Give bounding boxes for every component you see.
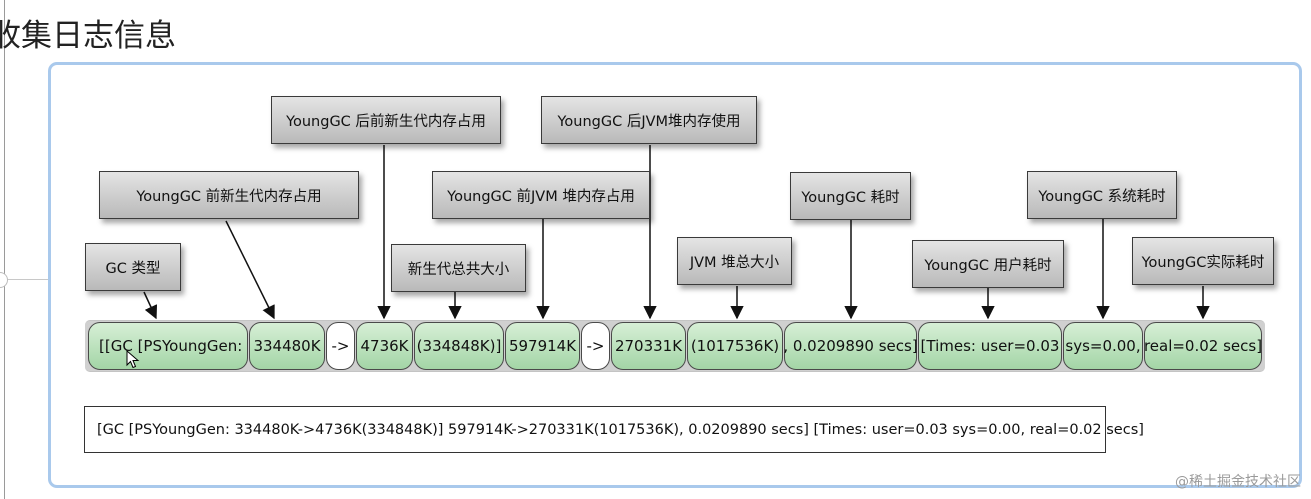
segment-real-time: real=0.02 secs] (1144, 322, 1262, 370)
page-left-edge (4, 0, 5, 499)
label-heap-before: YoungGC 前JVM 堆内存占用 (432, 171, 650, 219)
segment-gc-type: [[GC [PSYoungGen: (88, 322, 248, 370)
label-real-time: YoungGC实际耗时 (1132, 237, 1274, 285)
label-heap-total: JVM 堆总大小 (677, 237, 792, 285)
label-young-before: YoungGC 前新生代内存占用 (99, 171, 359, 219)
full-log-line: [GC [PSYoungGen: 334480K->4736K(334848K)… (84, 406, 1144, 453)
arrow-young-before (225, 220, 275, 320)
segment-heap-total: (1017536K) (687, 322, 783, 370)
segment-heap-after: 270331K (611, 322, 686, 370)
segment-young-before: 334480K (249, 322, 325, 370)
arrow-gc-type (143, 291, 158, 320)
segment-sys-time: sys=0.00, (1063, 322, 1143, 370)
page-heading: 收集日志信息 (0, 18, 176, 54)
segment-arrow: -> (326, 322, 355, 370)
label-user-time: YoungGC 用户耗时 (912, 240, 1064, 288)
segment-heap-before: 597914K (505, 322, 580, 370)
segment-user-time: [Times: user=0.03 (918, 322, 1062, 370)
mouse-cursor-icon (126, 350, 140, 369)
segment-young-after: 4736K (356, 322, 413, 370)
segment-gc-time: , 0.0209890 secs] (783, 322, 918, 370)
segment-young-total: (334848K)] (414, 322, 504, 370)
connector-stub (0, 279, 52, 280)
label-gc-time: YoungGC 耗时 (790, 172, 911, 220)
segment-arrow: -> (581, 322, 610, 370)
watermark: @稀土掘金技术社区 (1175, 474, 1301, 490)
label-young-total: 新生代总共大小 (391, 244, 526, 292)
label-gc-type: GC 类型 (85, 243, 181, 291)
label-young-after: YoungGC 后前新生代内存占用 (271, 96, 501, 144)
label-heap-after: YoungGC 后JVM堆内存使用 (541, 96, 757, 144)
label-sys-time: YoungGC 系统耗时 (1027, 171, 1177, 219)
